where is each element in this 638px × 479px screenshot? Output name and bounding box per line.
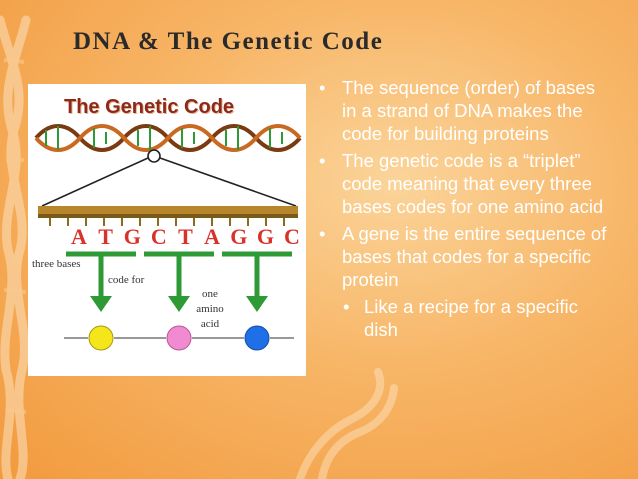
label-three-bases: three bases [32, 258, 81, 270]
arrow-icons [90, 254, 268, 312]
zoom-circle [147, 149, 161, 163]
slide-title: DNA & The Genetic Code [73, 28, 384, 55]
bullet-item: A gene is the entire sequence of bases t… [314, 222, 614, 291]
label-code-for: code for [108, 274, 145, 286]
base-letter: G [230, 224, 248, 249]
figure-title: The Genetic Code [64, 96, 235, 118]
base-letter: G [123, 224, 141, 249]
bullet-list: The sequence (order) of bases in a stran… [314, 76, 614, 345]
enlarged-strand [38, 206, 298, 226]
base-sequence: A T G C T A G G C [68, 224, 303, 250]
base-letter: C [284, 224, 300, 249]
label-amino: amino [196, 303, 224, 315]
base-letter: C [150, 224, 167, 249]
amino-acid-blue [244, 325, 270, 351]
label-one: one [202, 288, 218, 300]
base-letter: T [178, 224, 193, 249]
bullet-item: The sequence (order) of bases in a stran… [314, 76, 614, 145]
base-letter: G [256, 224, 274, 249]
base-letter: A [204, 224, 221, 249]
bullet-item: The genetic code is a “triplet” code mea… [314, 149, 614, 218]
zoom-line-right [159, 157, 297, 207]
amino-acid-pink [166, 325, 192, 351]
dna-strand-top [34, 124, 302, 152]
amino-acid-chain [64, 325, 294, 351]
zoom-line-left [41, 157, 149, 207]
label-one-amino-acid: one amino acid [188, 287, 232, 332]
genetic-code-figure: The Genetic Code A T G C T A G G C three… [28, 84, 306, 376]
base-letter: A [71, 224, 87, 249]
base-letter: T [98, 224, 113, 249]
sub-bullet-item: Like a recipe for a specific dish [338, 295, 614, 341]
amino-acid-yellow [88, 325, 114, 351]
genetic-code-diagram [34, 124, 302, 351]
label-acid: acid [200, 318, 220, 330]
